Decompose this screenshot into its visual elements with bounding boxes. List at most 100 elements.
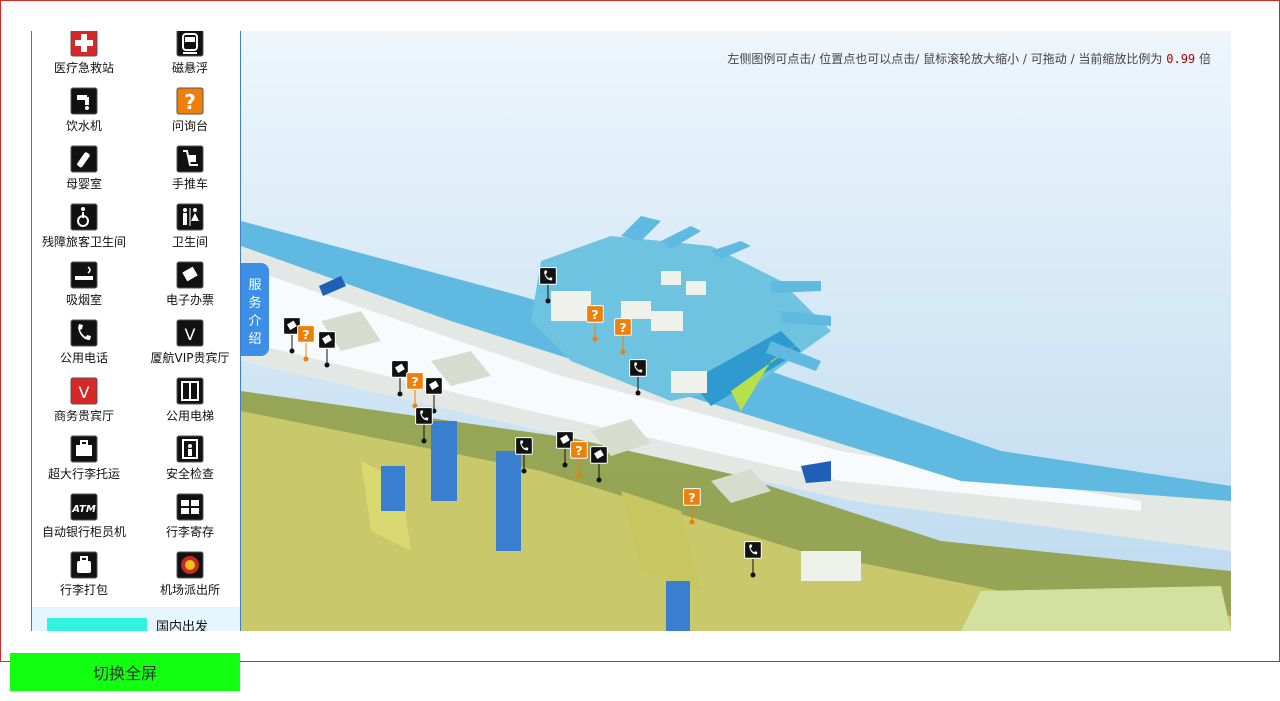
legend-item-wheelchair[interactable]: 残障旅客卫生间 [32,203,136,261]
map-marker-e-ticket[interactable] [556,431,574,469]
police-badge-icon [176,551,204,579]
question-mark-icon: ? [683,488,701,525]
map-marker-e-ticket[interactable] [590,446,608,484]
legend-item-label: 吸烟室 [65,293,102,307]
legend-item-business-v[interactable]: V 商务贵宾厅 [32,377,136,435]
legend-item-atm[interactable]: ATM 自动银行柜员机 [32,493,136,551]
cigarette-icon [70,261,98,289]
legend-item-label: 饮水机 [65,119,102,133]
legend-item-baggage-storage[interactable]: 行李寄存 [138,493,240,551]
map-marker-phone[interactable] [515,437,533,475]
route-color-swatch [47,618,147,631]
map-marker-info[interactable]: ? [586,305,604,343]
baggage-wrap-icon [70,551,98,579]
legend-item-e-ticket[interactable]: 电子办票 [138,261,240,319]
phone-icon [515,437,533,474]
legend-item-elevator[interactable]: 公用电梯 [138,377,240,435]
question-mark-icon: ? [586,305,604,342]
svg-text:?: ? [184,90,196,114]
legend-item-question-mark[interactable]: ?问询台 [138,87,240,145]
legend-item-label: 公用电梯 [165,409,214,423]
e-ticket-icon [318,331,336,368]
map-marker-info[interactable]: ? [406,372,424,410]
svg-text:?: ? [619,321,626,336]
phone-icon [744,541,762,578]
legend-item-label: 安全检查 [165,467,214,481]
map-marker-phone[interactable] [744,541,762,579]
legend-sidebar: 医疗急救站磁悬浮饮水机 ?问询台母婴室 手推车残障旅客卫生间 卫生间吸烟室 电子办票公用… [31,31,241,631]
legend-item-label: 商务贵宾厅 [53,409,114,423]
legend-item-maglev-train[interactable]: 磁悬浮 [138,31,240,87]
terminal-map[interactable]: ?????? 左侧图例可点击/ 位置点也可以点击/ 鼠标滚轮放大缩小 / 可拖动… [241,31,1231,631]
svg-text:?: ? [575,444,582,459]
instructions-text: 左侧图例可点击/ 位置点也可以点击/ 鼠标滚轮放大缩小 / 可拖动 / 当前缩放… [727,52,1163,66]
terminal-map-drawing [241,216,1231,631]
legend-item-restroom[interactable]: 卫生间 [138,203,240,261]
security-check-icon [176,435,204,463]
service-intro-label: 服务介绍 [248,278,262,347]
route-legend[interactable]: 国内出发 [32,607,240,631]
zoom-value: 0.99 [1166,52,1196,66]
e-ticket-icon [391,360,409,397]
zoom-unit: 倍 [1198,52,1211,66]
question-mark-icon: ? [297,325,315,362]
phone-icon [70,319,98,347]
map-marker-info[interactable]: ? [683,488,701,526]
map-marker-e-ticket[interactable] [391,360,409,398]
legend-item-baggage-wrap[interactable]: 行李打包 [32,551,136,609]
phone-icon [629,359,647,396]
legend-item-baby-bottle[interactable]: 母婴室 [32,145,136,203]
map-marker-phone[interactable] [415,407,433,445]
legend-item-label: 残障旅客卫生间 [41,235,126,249]
map-marker-e-ticket[interactable] [283,317,301,355]
svg-text:?: ? [411,375,418,390]
legend-item-water-tap[interactable]: 饮水机 [32,87,136,145]
legend-item-label: 行李打包 [59,583,108,597]
legend-item-medical-cross[interactable]: 医疗急救站 [32,31,136,87]
legend-item-label: 卫生间 [171,235,208,249]
legend-item-label: 公用电话 [59,351,108,365]
e-ticket-icon [283,317,301,354]
map-marker-info[interactable]: ? [614,318,632,356]
legend-item-vip-v[interactable]: V 厦航VIP贵宾厅 [138,319,240,377]
map-marker-info[interactable]: ? [297,325,315,363]
map-marker-e-ticket[interactable] [318,331,336,369]
business-v-icon: V [70,377,98,405]
svg-text:ATM: ATM [71,504,96,515]
phone-icon [415,407,433,444]
legend-item-label: 电子办票 [165,293,214,307]
map-marker-phone[interactable] [629,359,647,397]
service-intro-tab[interactable]: 服务介绍 [241,263,269,356]
question-mark-icon: ? [406,372,424,409]
legend-item-cigarette[interactable]: 吸烟室 [32,261,136,319]
maglev-train-icon [176,31,204,57]
svg-text:?: ? [591,308,598,323]
atm-icon: ATM [70,493,98,521]
restroom-icon [176,203,204,231]
e-ticket-icon [556,431,574,468]
legend-item-label: 母婴室 [65,177,102,191]
route-legend-label: 国内出发 [156,620,209,631]
legend-item-phone[interactable]: 公用电话 [32,319,136,377]
svg-text:?: ? [688,491,695,506]
phone-icon [539,267,557,304]
vip-v-icon: V [176,319,204,347]
svg-text:V: V [79,383,90,402]
legend-item-security-check[interactable]: 安全检查 [138,435,240,493]
legend-item-police-badge[interactable]: 机场派出所 [138,551,240,609]
baby-bottle-icon [70,145,98,173]
svg-text:V: V [185,325,196,344]
toggle-fullscreen-button[interactable]: 切换全屏 [10,653,240,691]
e-ticket-icon [590,446,608,483]
map-marker-info[interactable]: ? [570,441,588,479]
legend-item-label: 超大行李托运 [47,467,120,481]
legend-item-label: 机场派出所 [159,583,220,597]
legend-item-luggage-cart[interactable]: 手推车 [138,145,240,203]
map-instructions: 左侧图例可点击/ 位置点也可以点击/ 鼠标滚轮放大缩小 / 可拖动 / 当前缩放… [727,50,1211,67]
legend-item-label: 厦航VIP贵宾厅 [150,351,230,365]
water-tap-icon [70,87,98,115]
legend-item-oversize-baggage[interactable]: 超大行李托运 [32,435,136,493]
svg-text:?: ? [302,328,309,343]
map-marker-phone[interactable] [539,267,557,305]
legend-item-label: 自动银行柜员机 [41,525,126,539]
